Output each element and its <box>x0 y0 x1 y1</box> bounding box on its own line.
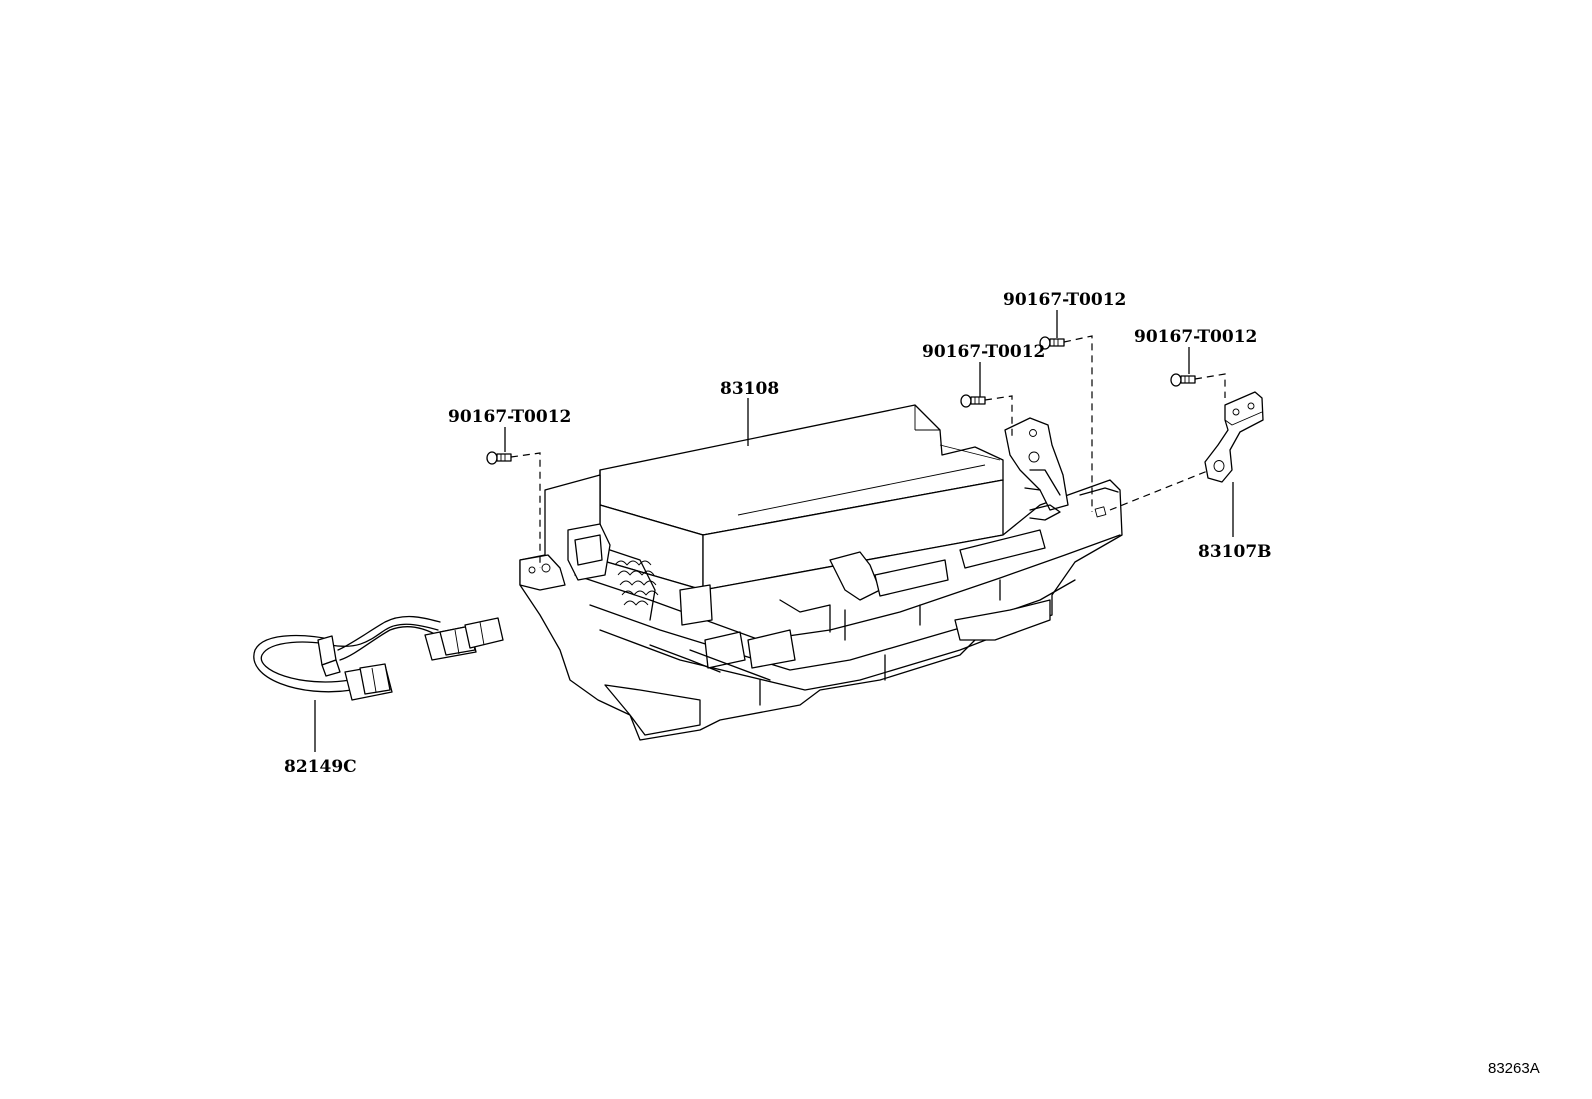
screw-right-drawing <box>1170 373 1196 387</box>
label-screw-left: 90167-T0012 <box>448 407 571 427</box>
label-screw-top: 90167-T0012 <box>1003 290 1126 310</box>
label-wire-harness: 82149C <box>284 757 357 777</box>
label-screw-mid: 90167-T0012 <box>922 342 1045 362</box>
screw-left-drawing <box>486 451 512 465</box>
leader-lines <box>314 310 1234 752</box>
bracket-drawing <box>1204 391 1264 483</box>
assembly-lines <box>510 335 1226 568</box>
label-bracket: 83107B <box>1198 542 1272 562</box>
main-unit-drawing <box>519 404 1123 741</box>
screw-top-drawing <box>1039 336 1065 350</box>
coil-detail <box>614 560 659 606</box>
screw-mid-drawing <box>960 394 986 408</box>
label-main-unit: 83108 <box>720 379 779 399</box>
diagram-code: 83263A <box>1488 1060 1540 1077</box>
wire-harness-drawing <box>253 615 504 701</box>
label-screw-right: 90167-T0012 <box>1134 327 1257 347</box>
